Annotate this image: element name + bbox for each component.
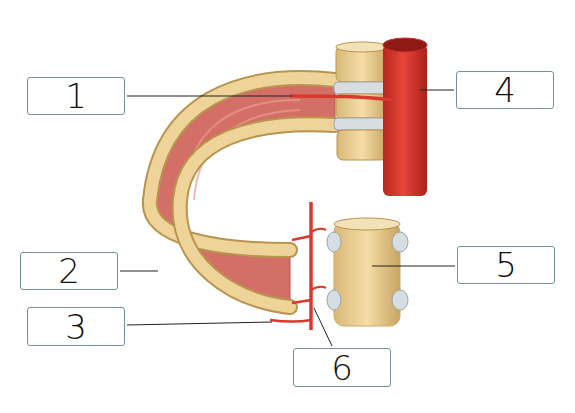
label-box: 3 <box>27 307 125 346</box>
callout-number: 6 <box>331 351 353 385</box>
callout-number: 5 <box>495 248 517 282</box>
callout-number: 2 <box>58 254 80 288</box>
label-box: 2 <box>20 252 118 290</box>
upper-vertebrae <box>334 42 390 160</box>
label-box: 6 <box>293 348 391 387</box>
aorta <box>383 38 427 196</box>
label-box: 5 <box>457 246 555 284</box>
callout-number: 4 <box>494 73 516 107</box>
internal-thoracic-artery <box>270 202 326 330</box>
label-box: 1 <box>27 77 125 115</box>
label-box: 4 <box>456 71 554 109</box>
posterior-intercostal-artery <box>290 96 392 100</box>
callout-number: 3 <box>65 310 87 344</box>
leader-lines <box>120 90 455 346</box>
lower-vertebra <box>327 218 408 326</box>
callout-number: 1 <box>65 79 87 113</box>
